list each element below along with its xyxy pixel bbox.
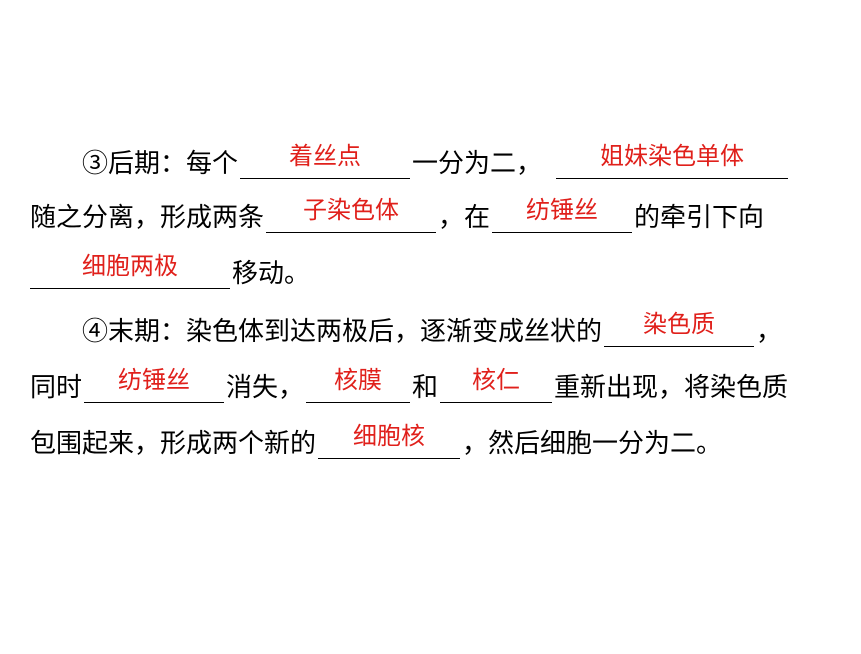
answer-text: 细胞核	[353, 422, 426, 450]
line-text: 的牵引下向	[634, 203, 765, 233]
paragraph-line-4: ④末期：染色体到达两极后，逐渐变成丝状的 染色质 ，	[82, 310, 783, 347]
line-text: 包围起来，形成两个新的	[30, 429, 317, 459]
answer-text: 姐妹染色单体	[600, 142, 745, 170]
answer-blank: 核膜	[306, 366, 411, 403]
answer-text: 核膜	[334, 366, 383, 394]
line-text: 移动。	[232, 259, 311, 289]
paragraph-line-6: 包围起来，形成两个新的 细胞核 ，然后细胞一分为二。	[30, 422, 723, 459]
answer-text: 子染色体	[303, 196, 400, 224]
paragraph-line-1: ③后期：每个 着丝点 一分为二， 姐妹染色单体	[82, 142, 790, 179]
line-text: ④末期：染色体到达两极后，逐渐变成丝状的	[82, 317, 603, 347]
answer-text: 核仁	[472, 366, 521, 394]
line-text: ，	[756, 317, 783, 347]
answer-blank: 纺锤丝	[84, 366, 225, 403]
line-text: ③后期：每个	[82, 149, 239, 179]
line-text: 消失，	[226, 373, 305, 403]
answer-blank: 细胞核	[318, 422, 461, 459]
line-text: 重新出现，将染色质	[554, 373, 789, 403]
answer-blank: 核仁	[440, 366, 553, 403]
answer-blank: 纺锤丝	[492, 196, 633, 233]
line-text: 一分为二，	[412, 149, 543, 179]
answer-text: 纺锤丝	[526, 196, 599, 224]
line-text: 和	[412, 373, 439, 403]
line-text: 同时	[30, 373, 83, 403]
answer-text: 着丝点	[289, 142, 362, 170]
line-text: 随之分离，形成两条	[30, 203, 265, 233]
answer-blank: 着丝点	[240, 142, 411, 179]
answer-blank: 姐妹染色单体	[556, 142, 789, 179]
paragraph-line-2: 随之分离，形成两条 子染色体 ，在 纺锤丝 的牵引下向	[30, 196, 765, 233]
answer-text: 纺锤丝	[118, 366, 191, 394]
answer-text: 细胞两极	[82, 252, 178, 280]
paragraph-line-3: 细胞两极 移动。	[30, 252, 311, 289]
answer-text: 染色质	[643, 310, 716, 338]
answer-blank: 细胞两极	[30, 252, 230, 289]
line-text: ，在	[438, 203, 491, 233]
answer-blank: 子染色体	[266, 196, 437, 233]
paragraph-line-5: 同时 纺锤丝 消失， 核膜 和 核仁 重新出现，将染色质	[30, 366, 789, 403]
line-text: ，然后细胞一分为二。	[462, 429, 723, 459]
answer-blank: 染色质	[604, 310, 755, 347]
